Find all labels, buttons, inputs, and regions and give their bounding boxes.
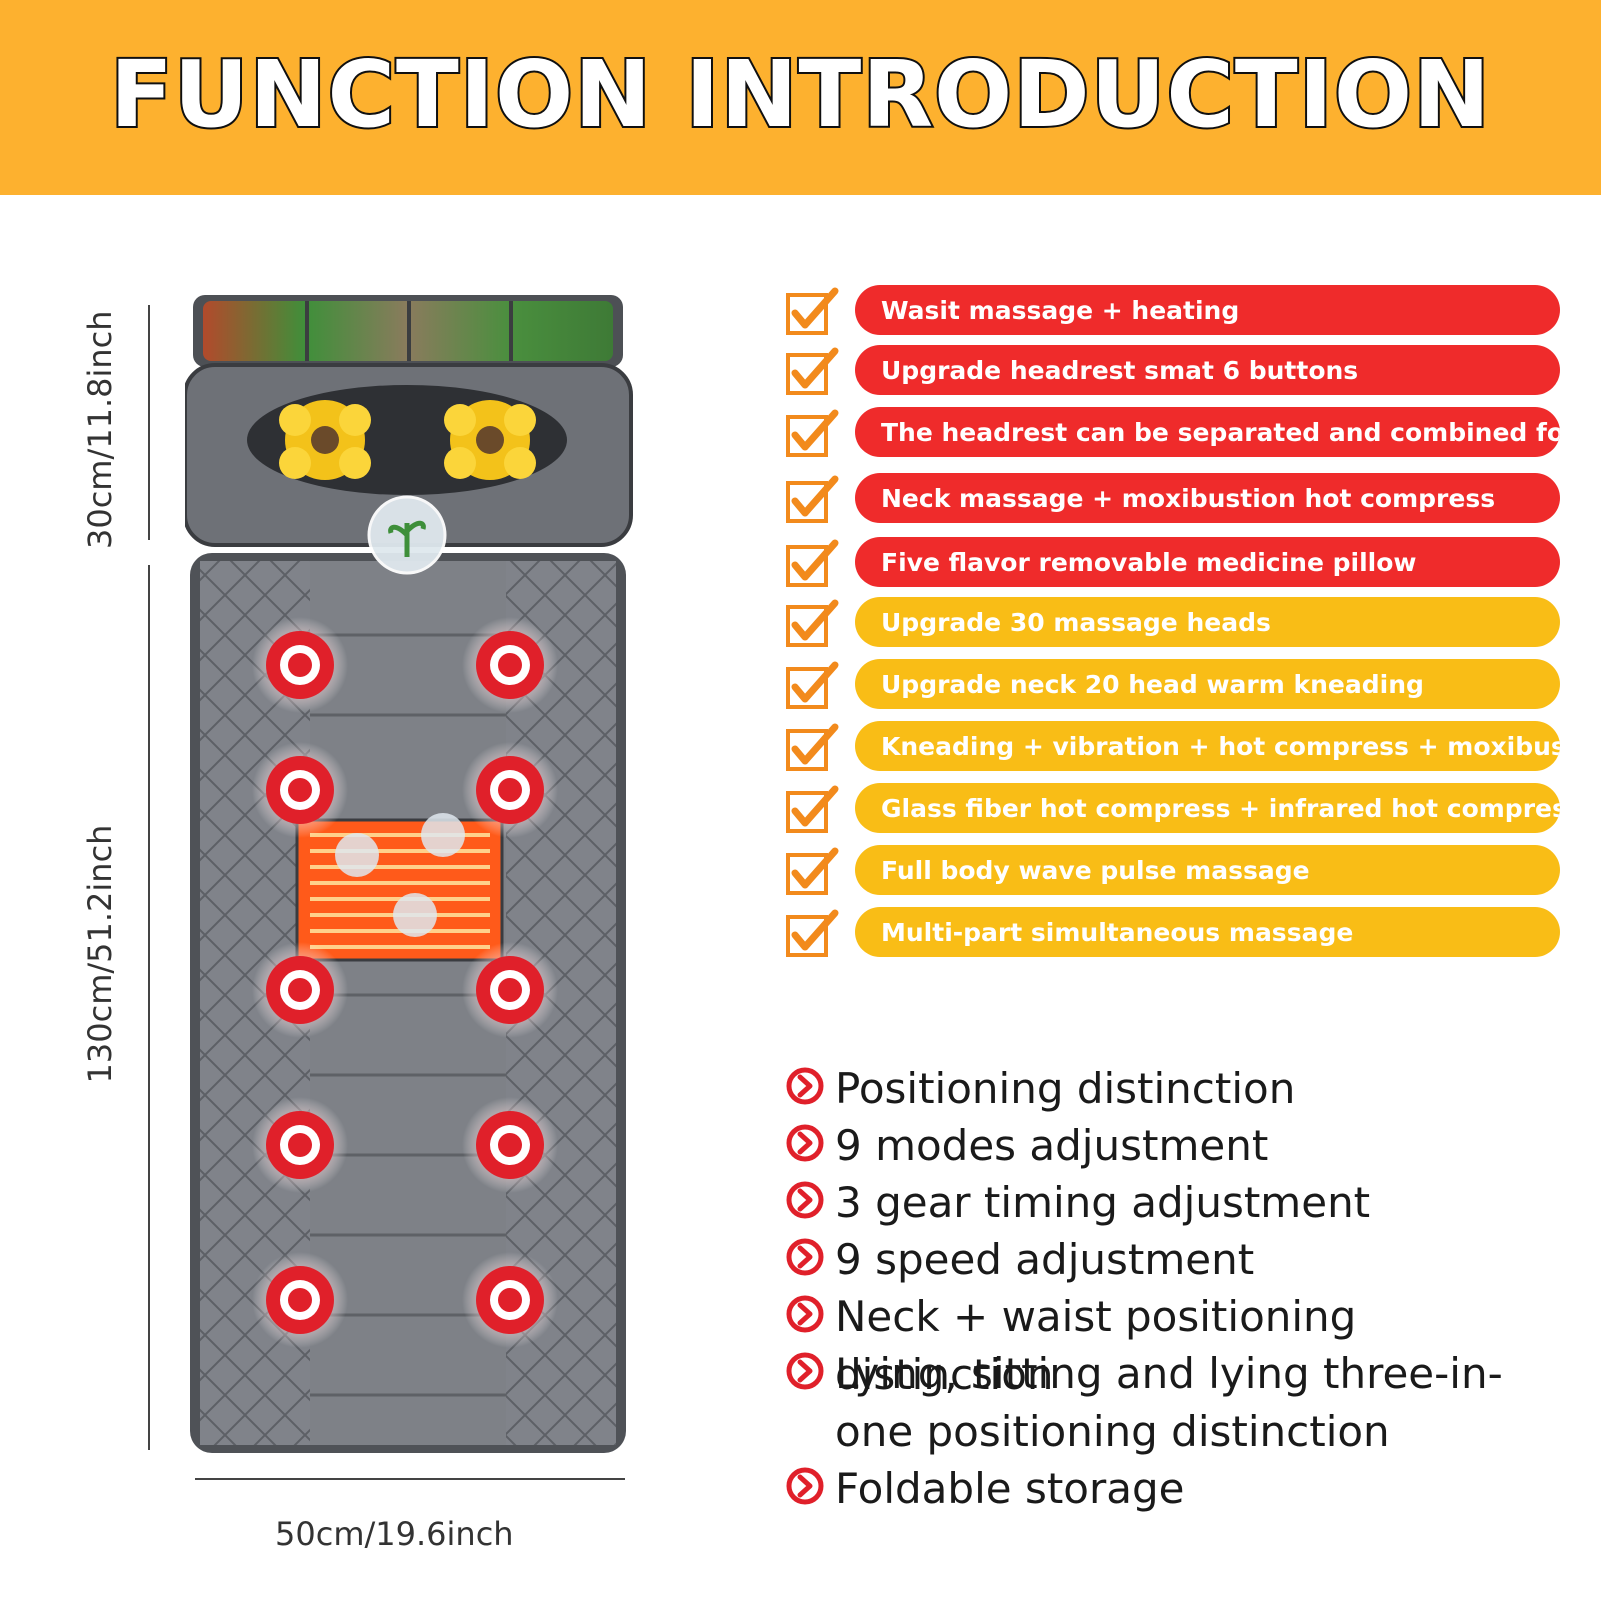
massage-node-icon: [252, 742, 348, 838]
feature-label: Upgrade 30 massage heads: [855, 597, 1560, 647]
heating-pad-icon: [295, 813, 504, 962]
feature-item: The headrest can be separated and combin…: [780, 407, 1560, 459]
feature-label: Full body wave pulse massage: [855, 845, 1560, 895]
head-length-label: 30cm/11.8inch: [81, 310, 119, 549]
feature-item: Wasit massage + heating: [780, 285, 1560, 337]
herbal-pillow-icon: [193, 295, 623, 367]
feature-label: Kneading + vibration + hot compress + mo…: [855, 721, 1560, 771]
spec-label: 9 modes adjustment: [835, 1121, 1269, 1170]
page-title: FUNCTION INTRODUCTION: [108, 39, 1492, 150]
circle-arrow-icon: [786, 1295, 824, 1333]
massage-mat-illustration: [183, 295, 645, 1495]
width-dimension-line: [195, 1478, 625, 1480]
spec-label: Lying, sitting and lying three-in-one po…: [835, 1349, 1503, 1456]
circle-arrow-icon: [786, 1067, 824, 1105]
checkmark-icon: [786, 909, 839, 957]
mat-svg: [183, 295, 633, 1453]
circle-arrow-icon: [786, 1124, 824, 1162]
checkmark-icon: [786, 409, 839, 457]
feature-item: Full body wave pulse massage: [780, 845, 1560, 897]
header-banner: FUNCTION INTRODUCTION: [0, 0, 1601, 195]
herb-bubble-icon: [367, 495, 447, 575]
head-dimension-line: [148, 305, 150, 540]
massage-node-icon: [252, 617, 348, 713]
body-length-label: 130cm/51.2inch: [81, 824, 119, 1084]
massage-node-icon: [462, 1097, 558, 1193]
spec-label: Foldable storage: [835, 1464, 1185, 1513]
checkmark-icon: [786, 599, 839, 647]
massage-node-icon: [252, 1097, 348, 1193]
massage-node-icon: [462, 742, 558, 838]
massage-node-icon: [252, 1252, 348, 1348]
feature-label: The headrest can be separated and combin…: [855, 407, 1560, 457]
circle-arrow-icon: [786, 1181, 824, 1219]
checkmark-icon: [786, 723, 839, 771]
circle-arrow-icon: [786, 1238, 824, 1276]
massage-node-icon: [252, 942, 348, 1038]
feature-item: Neck massage + moxibustion hot compress: [780, 473, 1560, 525]
feature-label: Five flavor removable medicine pillow: [855, 537, 1560, 587]
feature-label: Upgrade neck 20 head warm kneading: [855, 659, 1560, 709]
checkmark-icon: [786, 785, 839, 833]
massage-node-icon: [462, 617, 558, 713]
spec-label: Positioning distinction: [835, 1064, 1296, 1113]
kneading-head-icon: [444, 400, 536, 480]
body-dimension-line: [148, 565, 150, 1450]
massage-node-icon: [462, 942, 558, 1038]
feature-label: Neck massage + moxibustion hot compress: [855, 473, 1560, 523]
feature-item: Five flavor removable medicine pillow: [780, 537, 1560, 589]
feature-item: Upgrade headrest smat 6 buttons: [780, 345, 1560, 397]
spec-label: Neck + waist positioning distinction: [835, 1292, 1357, 1399]
feature-label: Glass fiber hot compress + infrared hot …: [855, 783, 1560, 833]
circle-arrow-icon: [786, 1467, 824, 1505]
feature-label: Multi-part simultaneous massage: [855, 907, 1560, 957]
checkmark-icon: [786, 847, 839, 895]
checkmark-icon: [786, 661, 839, 709]
feature-label: Wasit massage + heating: [855, 285, 1560, 335]
feature-item: Upgrade 30 massage heads: [780, 597, 1560, 649]
feature-item: Upgrade neck 20 head warm kneading: [780, 659, 1560, 711]
checkmark-icon: [786, 347, 839, 395]
checkmark-icon: [786, 475, 839, 523]
spec-label: 3 gear timing adjustment: [835, 1178, 1371, 1227]
kneading-head-icon: [279, 400, 371, 480]
width-label: 50cm/19.6inch: [275, 1515, 514, 1553]
circle-arrow-icon: [786, 1352, 824, 1390]
feature-label: Upgrade headrest smat 6 buttons: [855, 345, 1560, 395]
headrest: [183, 363, 633, 547]
feature-item: Glass fiber hot compress + infrared hot …: [780, 783, 1560, 835]
checkmark-icon: [786, 287, 839, 335]
checkmark-icon: [786, 539, 839, 587]
feature-item: Kneading + vibration + hot compress + mo…: [780, 721, 1560, 773]
feature-item: Multi-part simultaneous massage: [780, 907, 1560, 959]
spec-label: 9 speed adjustment: [835, 1235, 1255, 1284]
massage-node-icon: [462, 1252, 558, 1348]
massage-nodes: [252, 617, 558, 1348]
